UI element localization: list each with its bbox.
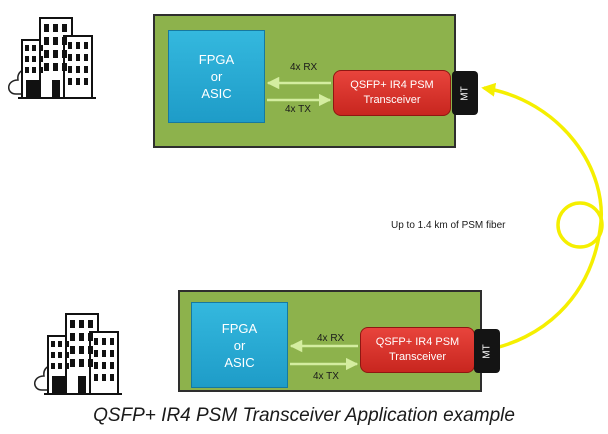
bottom-rx-label: 4x RX — [317, 333, 345, 344]
top-transceiver-block: QSFP+ IR4 PSM Transceiver — [333, 70, 451, 116]
fiber-loop — [556, 201, 604, 249]
fiber-length-label: Up to 1.4 km of PSM fiber — [391, 220, 506, 231]
building-icon — [34, 313, 122, 395]
bottom-tx-label: 4x TX — [313, 371, 339, 382]
top-tx-label: 4x TX — [285, 104, 311, 115]
top-mt-connector: MT — [452, 71, 478, 115]
bottom-fpga-block: FPGA or ASIC — [191, 302, 288, 388]
top-fpga-block: FPGA or ASIC — [168, 30, 265, 123]
top-rx-label: 4x RX — [290, 62, 318, 73]
bottom-transceiver-block: QSFP+ IR4 PSM Transceiver — [360, 327, 475, 373]
fiber-cable — [481, 82, 604, 355]
bottom-mt-connector: MT — [474, 329, 500, 373]
figure-caption: QSFP+ IR4 PSM Transceiver Application ex… — [93, 405, 515, 426]
building-icon — [8, 17, 96, 99]
